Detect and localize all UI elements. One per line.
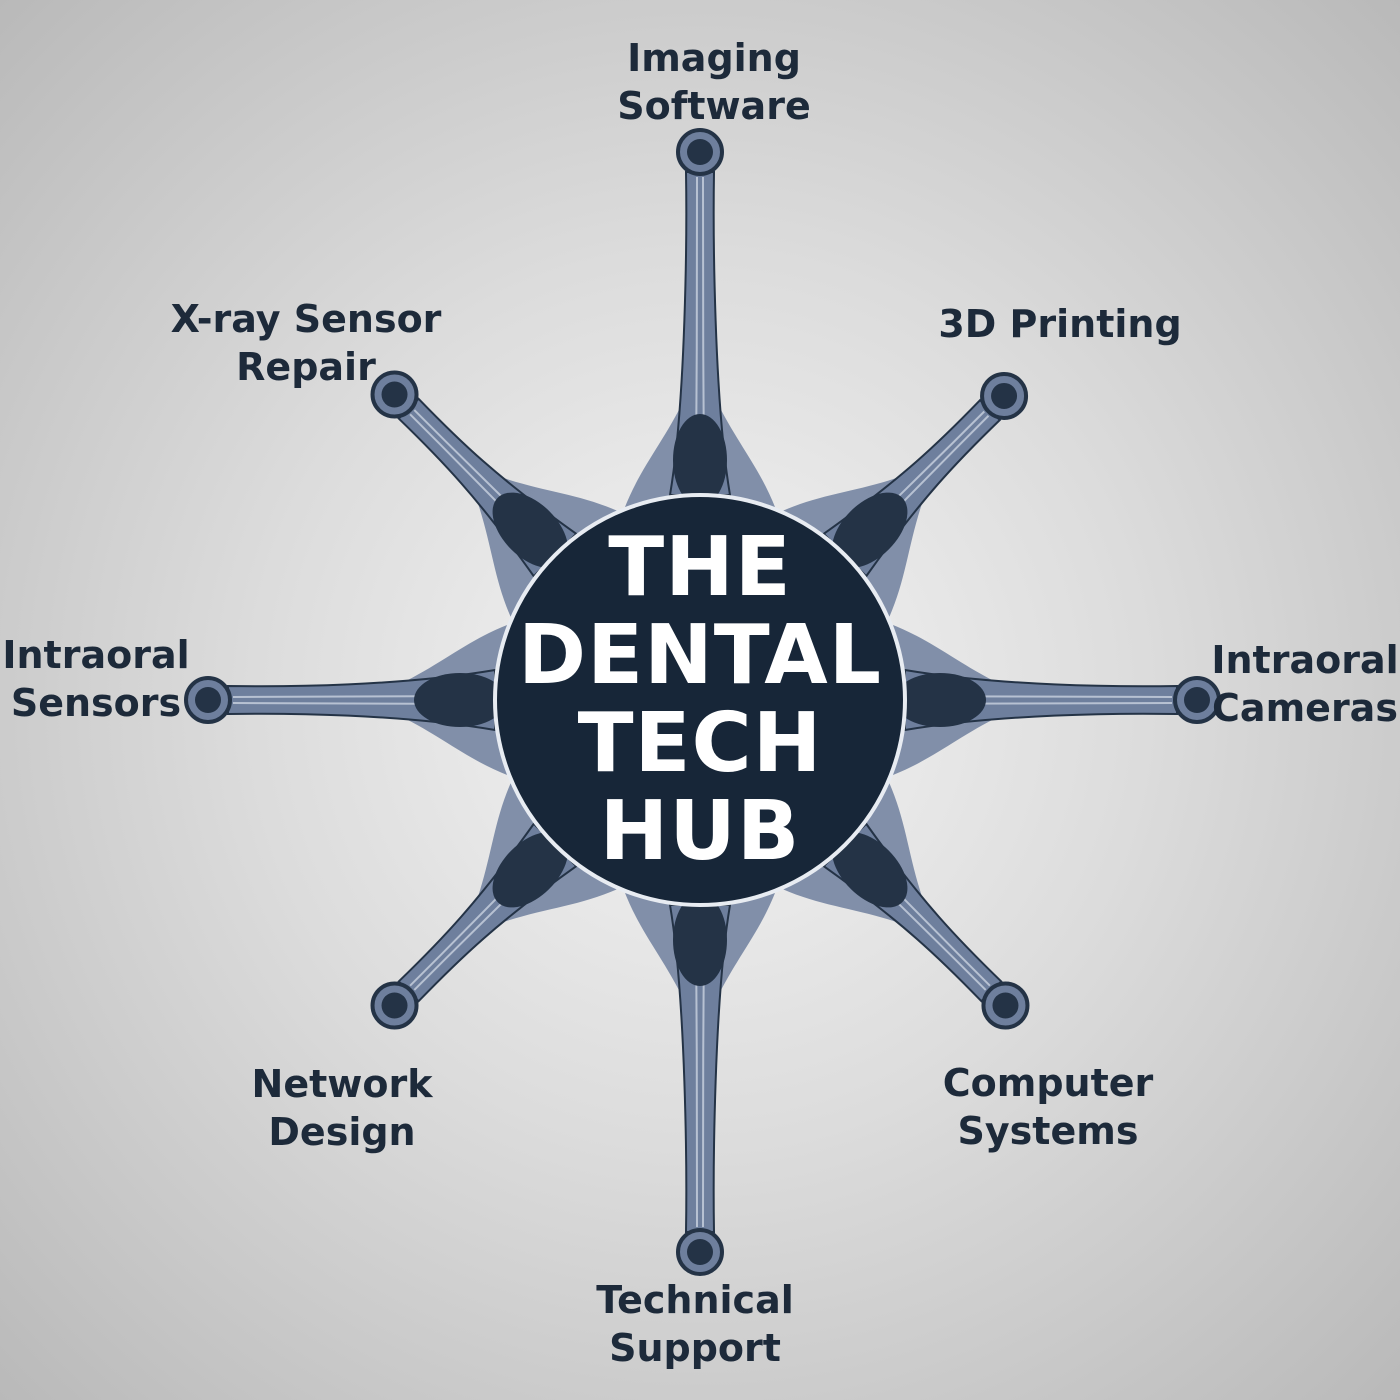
label-line: Cameras: [1212, 686, 1398, 730]
hub-circle: [493, 493, 907, 907]
hub-title-line: DENTAL: [518, 608, 882, 703]
spoke-pad: [414, 673, 506, 727]
label-line: Software: [617, 84, 811, 128]
label-line: Design: [268, 1110, 416, 1154]
spoke-arm-intraoral-cameras: [885, 622, 1221, 778]
spoke-arm-imaging-software: [622, 128, 778, 515]
hub-title: THE DENTAL TECH HUB: [518, 524, 882, 876]
label-line: Computer: [942, 1061, 1154, 1105]
label-line: Support: [609, 1326, 781, 1370]
spoke-arm-intraoral-sensors: [184, 622, 515, 778]
spoke-pad: [831, 492, 908, 569]
spoke-tip-core: [991, 382, 1018, 409]
spoke-pad: [673, 414, 727, 506]
spoke-arm-3d-printing: [775, 371, 1029, 625]
spoke-tip-core: [992, 992, 1019, 1019]
hub-title-line: TECH: [577, 696, 823, 791]
spoke-stem: [668, 171, 732, 496]
spoke-tip-core: [195, 687, 221, 713]
label-intraoral-cameras: Intraoral Cameras: [1211, 636, 1398, 732]
spoke-arm-x-ray-sensor-repair: [370, 370, 625, 625]
spoke-pad: [673, 894, 727, 986]
label-line: Imaging: [627, 36, 801, 80]
spoke-pad: [894, 673, 986, 727]
label-line: Systems: [957, 1109, 1139, 1153]
spoke-arm-computer-systems: [775, 775, 1030, 1030]
label-line: Intraoral: [1211, 638, 1399, 682]
label-intraoral-sensors: Intraoral Sensors: [2, 631, 189, 727]
spoke-tip-core: [381, 992, 408, 1019]
label-x-ray-sensor-repair: X-ray Sensor Repair: [171, 295, 442, 391]
label-line: Repair: [236, 345, 376, 389]
hub-title-line: HUB: [599, 784, 801, 879]
label-line: Intraoral: [2, 633, 190, 677]
label-line: X-ray Sensor: [170, 297, 442, 341]
spoke-arm-network-design: [370, 775, 625, 1030]
label-line: Technical: [596, 1278, 794, 1322]
hub-title-line: THE: [608, 520, 792, 615]
spoke-pad: [492, 492, 569, 569]
spoke-pad: [492, 831, 569, 908]
label-line: Network: [251, 1062, 433, 1106]
label-network-design: Network Design: [252, 1060, 433, 1156]
spoke-stem: [668, 904, 732, 1233]
spoke-arm-technical-support: [622, 885, 778, 1276]
spoke-tip-core: [687, 139, 713, 165]
label-computer-systems: Computer Systems: [943, 1059, 1154, 1155]
label-line: Sensors: [10, 681, 182, 725]
label-line: 3D Printing: [938, 302, 1182, 346]
spoke-tip-core: [687, 1239, 713, 1265]
spoke-tip-core: [381, 381, 408, 408]
label-imaging-software: Imaging Software: [617, 34, 810, 130]
label-technical-support: Technical Support: [596, 1276, 794, 1372]
label-3d-printing: 3D Printing: [938, 300, 1181, 348]
spoke-tip-core: [1184, 687, 1210, 713]
spoke-pad: [831, 831, 908, 908]
spoke-arms: [184, 128, 1221, 1276]
